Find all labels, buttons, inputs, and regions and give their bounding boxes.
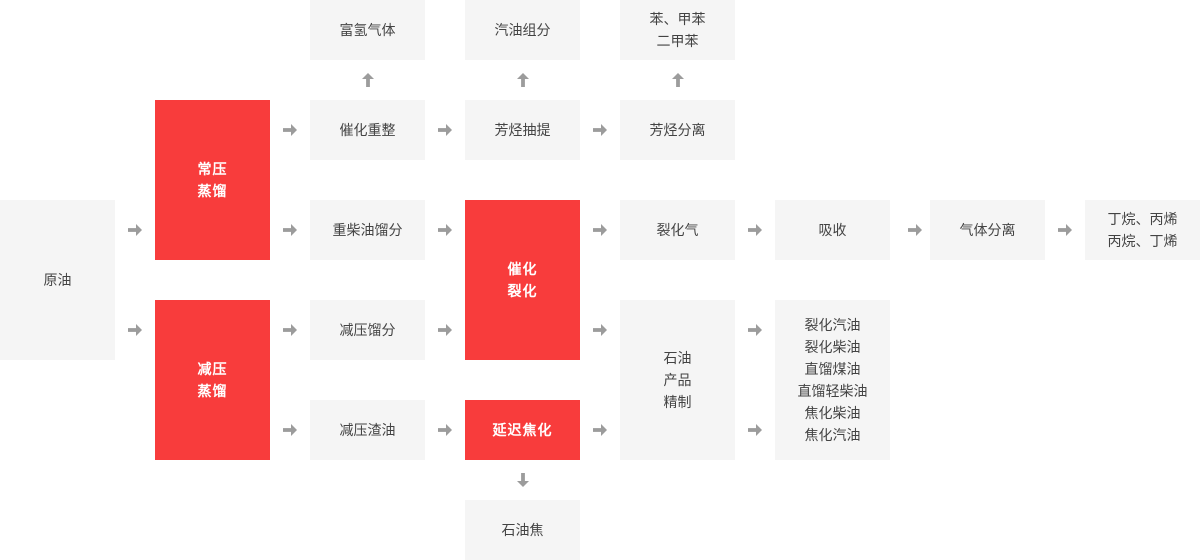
node-vacuum-distillation-label-line1: 减压 <box>197 361 228 377</box>
node-aromatics-extraction: 芳烃抽提 <box>465 100 580 160</box>
node-gas-separation: 气体分离 <box>930 200 1045 260</box>
node-butane-propylene-propane-butylene-label-line2: 丙烷、丁烯 <box>1107 233 1178 249</box>
arrow-delayed-coking-to-refining-icon <box>593 424 607 436</box>
node-absorption-label: 吸收 <box>818 222 847 238</box>
arrow-crude-oil-to-atmospheric-distillation-icon <box>128 224 142 236</box>
node-refined-products-label-line6: 焦化汽油 <box>804 427 861 443</box>
node-vacuum-fraction-label: 减压馏分 <box>339 322 396 338</box>
arrow-catalytic-cracking-to-cracked-gas-icon <box>593 224 607 236</box>
arrow-aromatics-extraction-to-gasoline-component-icon <box>517 73 529 87</box>
node-crude-oil: 原油 <box>0 200 115 360</box>
arrow-catalytic-reforming-to-hydrogen-gas-icon <box>362 73 374 87</box>
node-petroleum-product-refining-label-line3: 精制 <box>663 394 692 410</box>
node-refined-products-label-line2: 裂化柴油 <box>804 339 861 355</box>
node-petroleum-product-refining-label-line1: 石油 <box>663 350 692 366</box>
arrow-catalytic-cracking-to-refining-icon <box>593 324 607 336</box>
node-refined-products: 裂化汽油 裂化柴油 直馏煤油 直馏轻柴油 焦化柴油 焦化汽油 <box>775 300 890 460</box>
arrow-catalytic-reforming-to-aromatics-extraction-icon <box>438 124 452 136</box>
node-cracked-gas-label: 裂化气 <box>656 222 699 238</box>
arrow-atmospheric-distillation-to-heavy-diesel-icon <box>283 224 297 236</box>
node-benzene-toluene-xylene-label-line2: 二甲苯 <box>656 33 699 49</box>
node-gas-separation-label: 气体分离 <box>959 222 1016 238</box>
node-benzene-toluene-xylene-label-line1: 苯、甲苯 <box>649 11 706 27</box>
node-gasoline-component: 汽油组分 <box>465 0 580 60</box>
node-heavy-diesel-fraction-label: 重柴油馏分 <box>332 222 403 238</box>
arrow-vacuum-distillation-to-vacuum-fraction-icon <box>283 324 297 336</box>
node-refined-products-label-line3: 直馏煤油 <box>804 361 861 377</box>
node-atmospheric-distillation: 常压 蒸馏 <box>155 100 270 260</box>
node-petroleum-coke: 石油焦 <box>465 500 580 560</box>
arrow-refining-to-products-bottom-icon <box>748 424 762 436</box>
node-vacuum-distillation-label-line2: 蒸馏 <box>197 383 228 399</box>
node-vacuum-fraction: 减压馏分 <box>310 300 425 360</box>
arrow-crude-oil-to-vacuum-distillation-icon <box>128 324 142 336</box>
node-gasoline-component-label: 汽油组分 <box>494 22 551 38</box>
node-delayed-coking: 延迟焦化 <box>465 400 580 460</box>
node-butane-propylene-propane-butylene: 丁烷、丙烯 丙烷、丁烯 <box>1085 200 1200 260</box>
node-refined-products-label-line5: 焦化柴油 <box>804 405 861 421</box>
arrow-atmospheric-distillation-to-catalytic-reforming-icon <box>283 124 297 136</box>
node-butane-propylene-propane-butylene-label-line1: 丁烷、丙烯 <box>1107 211 1178 227</box>
node-atmospheric-distillation-label-line1: 常压 <box>197 161 228 177</box>
node-petroleum-coke-label: 石油焦 <box>501 522 544 538</box>
node-delayed-coking-label: 延迟焦化 <box>492 422 553 438</box>
node-aromatics-extraction-label: 芳烃抽提 <box>494 122 551 138</box>
node-petroleum-product-refining-label-line2: 产品 <box>663 372 692 388</box>
node-catalytic-cracking-label-line1: 催化 <box>507 261 538 277</box>
node-hydrogen-rich-gas: 富氢气体 <box>310 0 425 60</box>
node-atmospheric-distillation-label-line2: 蒸馏 <box>197 183 228 199</box>
node-benzene-toluene-xylene: 苯、甲苯 二甲苯 <box>620 0 735 60</box>
node-hydrogen-rich-gas-label: 富氢气体 <box>339 22 396 38</box>
node-vacuum-residue: 减压渣油 <box>310 400 425 460</box>
node-refined-products-label-line4: 直馏轻柴油 <box>797 383 868 399</box>
node-catalytic-cracking: 催化 裂化 <box>465 200 580 360</box>
node-refined-products-label-line1: 裂化汽油 <box>804 317 861 333</box>
node-aromatics-separation-label: 芳烃分离 <box>649 122 706 138</box>
node-vacuum-residue-label: 减压渣油 <box>339 422 396 438</box>
node-catalytic-reforming: 催化重整 <box>310 100 425 160</box>
arrow-delayed-coking-to-petroleum-coke-icon <box>517 473 529 487</box>
arrow-cracked-gas-to-absorption-icon <box>748 224 762 236</box>
arrow-vacuum-residue-to-delayed-coking-icon <box>438 424 452 436</box>
node-cracked-gas: 裂化气 <box>620 200 735 260</box>
arrow-vacuum-fraction-to-catalytic-cracking-icon <box>438 324 452 336</box>
arrow-aromatics-extraction-to-aromatics-separation-icon <box>593 124 607 136</box>
node-absorption: 吸收 <box>775 200 890 260</box>
arrow-gas-separation-to-alkenes-icon <box>1058 224 1072 236</box>
arrow-vacuum-distillation-to-vacuum-residue-icon <box>283 424 297 436</box>
arrow-refining-to-products-top-icon <box>748 324 762 336</box>
node-catalytic-reforming-label: 催化重整 <box>339 122 396 138</box>
arrow-absorption-to-gas-separation-icon <box>908 224 922 236</box>
node-heavy-diesel-fraction: 重柴油馏分 <box>310 200 425 260</box>
arrow-heavy-diesel-to-catalytic-cracking-icon <box>438 224 452 236</box>
node-vacuum-distillation: 减压 蒸馏 <box>155 300 270 460</box>
arrow-aromatics-separation-to-btx-icon <box>672 73 684 87</box>
node-catalytic-cracking-label-line2: 裂化 <box>507 283 538 299</box>
node-petroleum-product-refining: 石油 产品 精制 <box>620 300 735 460</box>
node-crude-oil-label: 原油 <box>43 272 72 288</box>
node-aromatics-separation: 芳烃分离 <box>620 100 735 160</box>
